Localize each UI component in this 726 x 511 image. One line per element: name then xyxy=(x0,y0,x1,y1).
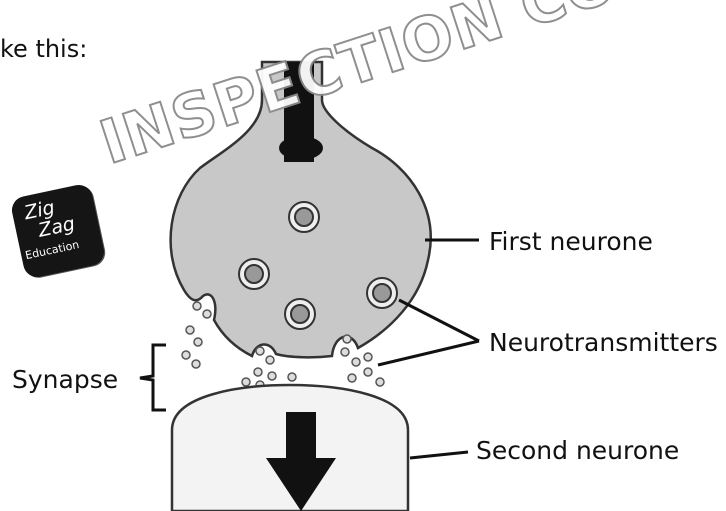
logo-line-3: Education xyxy=(24,238,80,262)
second-neurone-pointer xyxy=(410,452,468,458)
first-neurone-label: First neurone xyxy=(489,229,653,254)
vesicle xyxy=(289,202,319,232)
synapse-bracket xyxy=(140,345,166,410)
vesicle xyxy=(239,259,269,289)
second-neurone-label: Second neurone xyxy=(476,438,679,463)
zigzag-logo: Zig Zag Education xyxy=(9,182,106,279)
synapse-label: Synapse xyxy=(12,367,118,392)
neurotransmitters-pointer-1 xyxy=(399,300,479,341)
vesicle xyxy=(367,278,397,308)
neurotransmitters-label: Neurotransmitters xyxy=(489,330,718,355)
signal-arrow-blob xyxy=(279,136,323,160)
vesicle xyxy=(285,299,315,329)
neurotransmitters-pointer-2 xyxy=(378,341,479,365)
output-arrow-shaft xyxy=(286,412,316,460)
